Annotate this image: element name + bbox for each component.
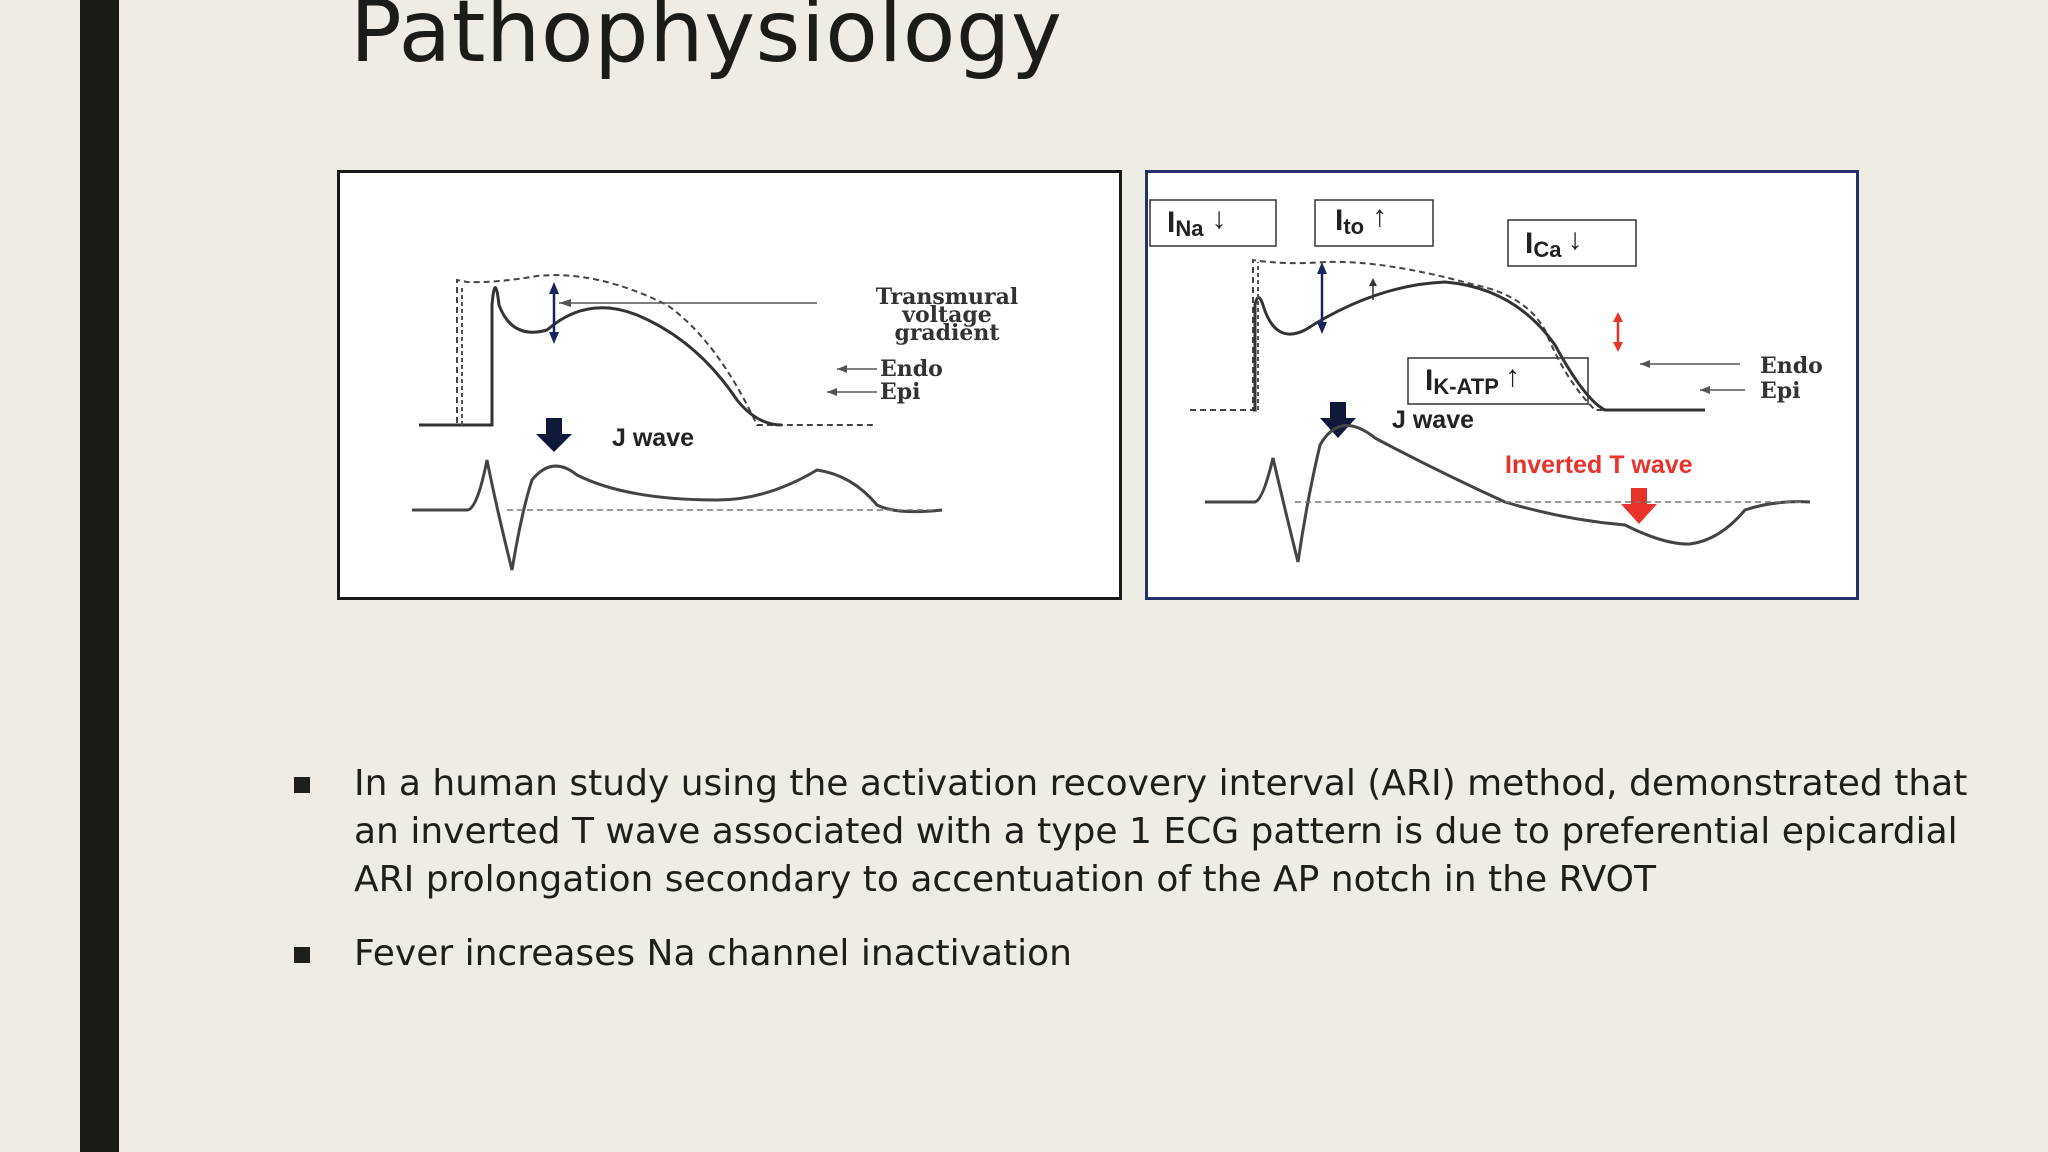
ikatp-label: IK-ATP↑ xyxy=(1425,360,1520,399)
j-wave-arrow-shaft xyxy=(1330,402,1346,420)
j-wave-arrow-head xyxy=(536,434,572,452)
endo-label: Endo xyxy=(880,356,943,382)
figure-left-action-potential: Transmural voltage gradient Endo Epi J w… xyxy=(337,170,1122,600)
epi-pointer-head xyxy=(827,388,837,396)
figure-left-svg: Transmural voltage gradient Endo Epi J w… xyxy=(337,170,1122,600)
bullet-text: Fever increases Na channel inactivation xyxy=(354,933,1072,974)
inverted-t-arrow-head xyxy=(1621,504,1657,524)
bullet-text: In a human study using the activation re… xyxy=(354,763,1968,900)
figure-right-brugada: INa↓ Ito↑ ICa↓ IK-ATP↑ Endo E xyxy=(1145,170,1859,600)
bullet-item: In a human study using the activation re… xyxy=(290,760,2010,904)
endo-action-potential-solid xyxy=(419,286,783,427)
ito-label: Ito↑ xyxy=(1335,200,1387,239)
endo-action-potential-solid xyxy=(1253,280,1705,412)
epi-action-potential-dashed xyxy=(1190,258,1705,411)
ecg-trace xyxy=(1205,424,1811,563)
slide-title: Pathophysiology xyxy=(350,0,1063,82)
gradient-pointer-head xyxy=(559,299,571,307)
j-wave-label: J wave xyxy=(1392,406,1474,434)
ina-label: INa↓ xyxy=(1167,202,1226,241)
endo-label: Endo xyxy=(1760,353,1823,379)
bullet-list: In a human study using the activation re… xyxy=(290,760,2010,1004)
ito-box xyxy=(1314,199,1434,247)
notch-arrow-head-top xyxy=(1317,262,1327,274)
epi-label: Epi xyxy=(880,379,921,405)
bullet-marker-icon xyxy=(294,777,310,793)
accent-bar xyxy=(80,0,119,1152)
figure-right-svg: INa↓ Ito↑ ICa↓ IK-ATP↑ Endo E xyxy=(1145,170,1859,600)
j-wave-label: J wave xyxy=(612,424,694,452)
epi-pointer-head xyxy=(1700,386,1710,394)
ica-label: ICa↓ xyxy=(1525,223,1582,262)
endo-pointer-head xyxy=(837,365,847,373)
ina-box xyxy=(1149,199,1277,247)
small-up-arrow-head xyxy=(1369,278,1377,286)
red-arrow-head-top xyxy=(1613,312,1623,322)
epi-label: Epi xyxy=(1760,378,1801,404)
ikatp-box xyxy=(1407,357,1589,405)
gradient-arrow-head-top xyxy=(549,282,559,294)
ecg-trace xyxy=(412,459,943,571)
figure-left-frame xyxy=(337,170,1122,600)
voltage-label: voltage xyxy=(901,302,992,328)
gradient-arrow-head-bottom xyxy=(549,332,559,344)
inverted-t-wave-label: Inverted T wave xyxy=(1505,451,1693,479)
gradient-label: gradient xyxy=(894,320,1000,346)
bullet-item: Fever increases Na channel inactivation xyxy=(290,930,2010,978)
bullet-marker-icon xyxy=(294,947,310,963)
transmural-label: Transmural xyxy=(876,284,1018,310)
inverted-t-arrow-shaft xyxy=(1631,488,1647,506)
red-arrow-head-bottom xyxy=(1613,342,1623,352)
endo-pointer-head xyxy=(1640,360,1650,368)
ica-box xyxy=(1507,219,1637,267)
j-wave-arrow-shaft xyxy=(546,418,562,436)
notch-arrow-head-bottom xyxy=(1317,322,1327,334)
